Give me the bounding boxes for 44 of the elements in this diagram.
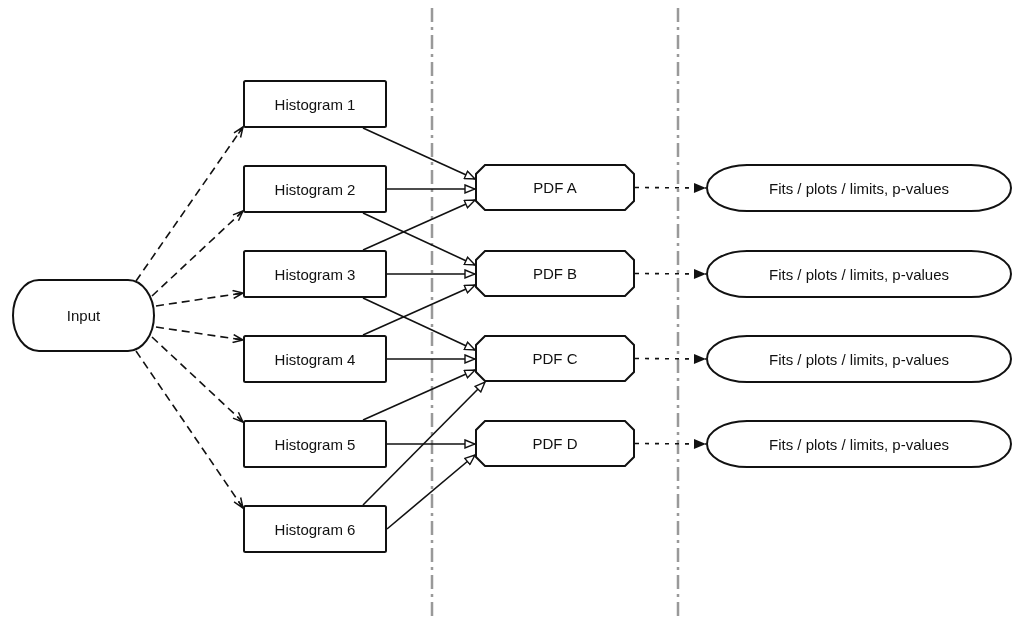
node-label: Fits / plots / limits, p-values (768, 435, 949, 453)
node-label: Histogram 4 (274, 350, 356, 368)
arrow (135, 126, 244, 282)
process-box (243, 335, 387, 383)
arrow (362, 381, 486, 506)
node-label: PDF A (533, 179, 577, 196)
node-label: Histogram 6 (274, 520, 356, 538)
node-label: Histogram 2 (274, 180, 356, 198)
process-box (243, 165, 387, 213)
node-label: Histogram 1 (274, 95, 356, 113)
node-label: PDF C (532, 350, 578, 367)
arrow (362, 369, 476, 421)
arrow (386, 454, 476, 530)
terminal-shape (12, 279, 155, 352)
node-label: PDF D (532, 435, 578, 452)
arrow (634, 182, 707, 193)
arrow (386, 439, 476, 449)
arrow (634, 438, 707, 449)
arrow (362, 199, 476, 251)
node-label: Fits / plots / limits, p-values (768, 350, 949, 368)
arrow (151, 210, 244, 297)
node-label: Histogram 5 (274, 435, 356, 453)
arrow (386, 269, 476, 279)
arrow (362, 212, 476, 266)
process-box (243, 80, 387, 128)
arrow (386, 354, 476, 364)
node-label: PDF B (532, 265, 578, 282)
arrow (155, 289, 244, 307)
node-label: Input (66, 307, 101, 324)
arrow (362, 284, 476, 336)
arrow (634, 268, 707, 279)
arrow (362, 127, 476, 180)
process-box (243, 250, 387, 298)
process-box (243, 420, 387, 468)
arrow (362, 297, 476, 351)
arrow (155, 326, 244, 344)
arrow (135, 350, 244, 509)
arrow (634, 353, 707, 364)
arrow (151, 336, 244, 423)
node-label: Fits / plots / limits, p-values (768, 179, 949, 197)
node-label: Histogram 3 (274, 265, 356, 283)
arrow (386, 184, 476, 194)
process-box (243, 505, 387, 553)
node-label: Fits / plots / limits, p-values (768, 265, 949, 283)
